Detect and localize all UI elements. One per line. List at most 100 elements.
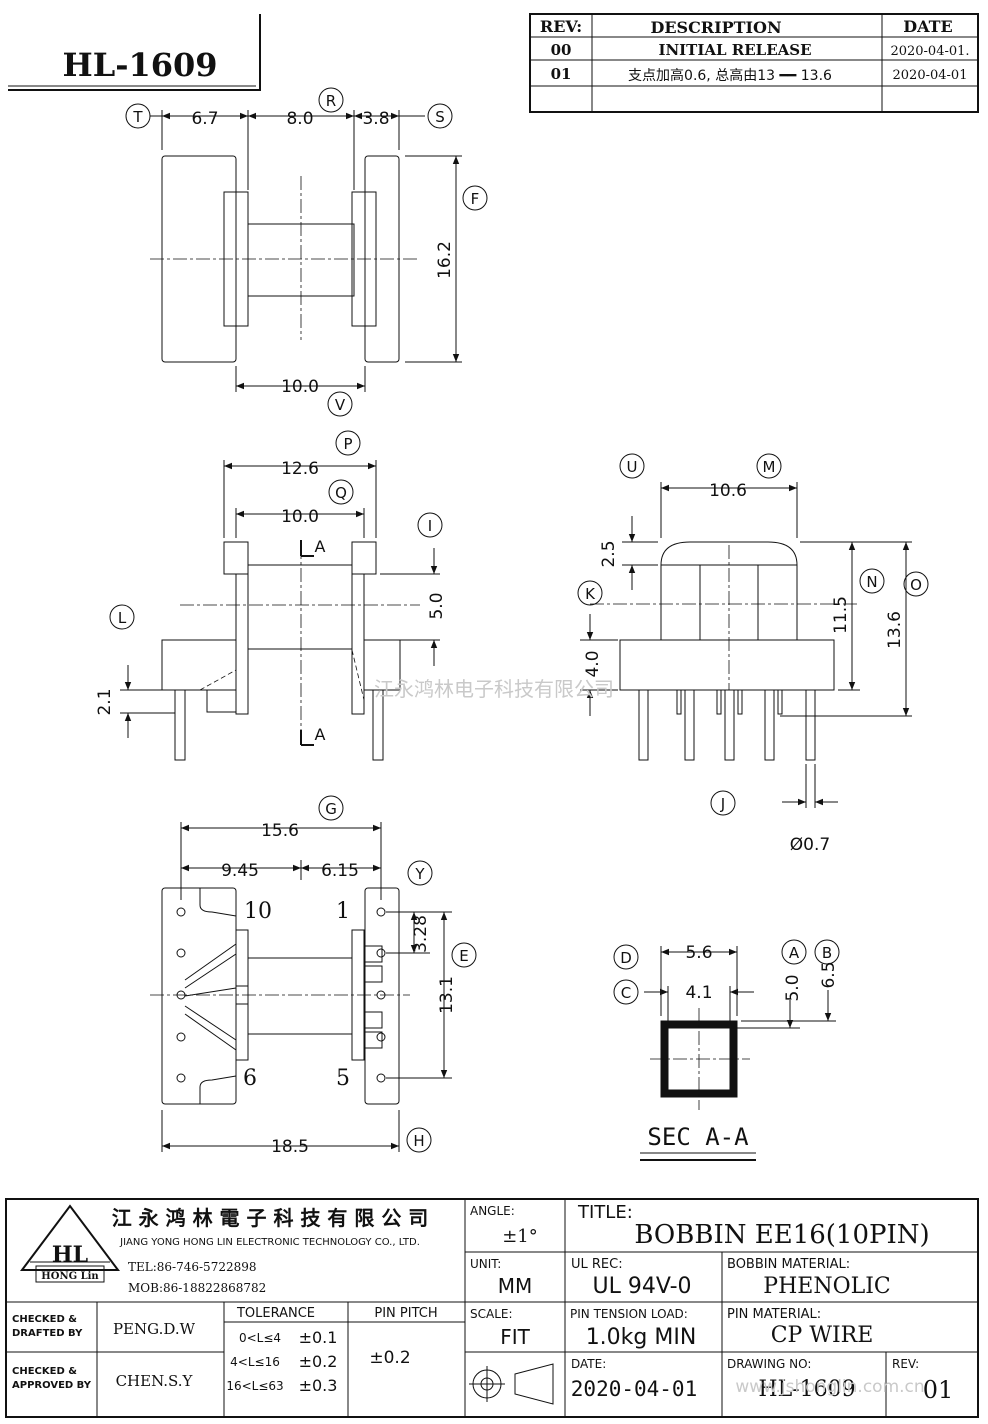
callout-c: C	[621, 984, 631, 1002]
pin-material-label: PIN MATERIAL:	[727, 1307, 821, 1322]
callout-v: V	[335, 396, 346, 414]
dim-3-8: 3.8	[362, 109, 389, 129]
approver-name: CHEN.S.Y	[116, 1372, 194, 1390]
dim-6-15: 6.15	[321, 861, 359, 881]
angle-value: ±1°	[502, 1226, 538, 1247]
date-row-0: 2020-04-01.	[890, 44, 969, 59]
date-row-1: 2020-04-01	[893, 68, 968, 83]
dim-pin-dia: Ø0.7	[790, 835, 830, 855]
side-view: 10.6 2.5 11.5 13.6 4.0 Ø0.7 U M N O K	[577, 453, 929, 855]
desc-row-1: 支点加高0.6, 总高由13 ━━ 13.6	[628, 67, 832, 84]
checked-approved-label: CHECKED &	[12, 1366, 77, 1377]
dim-10-0-top: 10.0	[281, 377, 319, 397]
dim-16-2: 16.2	[435, 241, 455, 279]
ul-label: UL REC:	[571, 1257, 623, 1272]
callout-g: G	[325, 800, 337, 818]
dim-8-0: 8.0	[286, 109, 313, 129]
logo-text: HL	[52, 1242, 88, 1268]
title-label: TITLE:	[577, 1202, 633, 1223]
callout-f: F	[471, 190, 480, 208]
drawing-no-label: DRAWING NO:	[727, 1357, 811, 1371]
date-label: DATE:	[571, 1357, 606, 1371]
pin-tension-label: PIN TENSION LOAD:	[570, 1307, 688, 1321]
checked-drafted-label-2: DRAFTED BY	[12, 1328, 83, 1339]
pin-label-10: 10	[244, 899, 272, 924]
callout-a: A	[789, 944, 800, 962]
section-mark-a-bottom: A	[315, 725, 326, 744]
callout-u: U	[627, 458, 638, 476]
dim-15-6: 15.6	[261, 821, 299, 841]
pin-holes	[176, 907, 386, 1083]
dim-12-6: 12.6	[281, 459, 319, 479]
checked-drafted-label: CHECKED &	[12, 1314, 77, 1325]
tolerance-label: TOLERANCE	[236, 1306, 315, 1321]
dim-10-6: 10.6	[709, 481, 747, 501]
callout-j: J	[720, 795, 725, 813]
callout-m: M	[763, 458, 776, 476]
side-pins	[638, 689, 816, 761]
website-watermark: www.jshonglin.com.cn	[735, 1377, 924, 1397]
section-a-a: 5.6 4.1 5.0 6.5 D C A B SEC A-A	[613, 939, 840, 1161]
section-caption: SEC A-A	[647, 1123, 749, 1151]
tol-range-1: 4<L≤16	[230, 1355, 280, 1369]
pin-material-value: CP WIRE	[771, 1323, 874, 1348]
tol-range-0: 0<L≤4	[239, 1331, 281, 1345]
dim-13-6: 13.6	[885, 611, 905, 649]
pin-tension-value: 1.0kg MIN	[586, 1325, 697, 1350]
title-value: BOBBIN EE16(10PIN)	[634, 1220, 929, 1250]
callout-l: L	[118, 609, 127, 627]
revision-table: REV: DESCRIPTION DATE 00 INITIAL RELEASE…	[529, 13, 979, 113]
front-view: A A 12.6 10.0 5.0 2.1 P Q I L	[95, 430, 447, 761]
dim-5-0-sec: 5.0	[783, 974, 803, 1001]
ul-value: UL 94V-0	[592, 1274, 691, 1299]
tol-value-2: ±0.3	[299, 1376, 338, 1395]
dim-11-5: 11.5	[831, 596, 851, 634]
watermark: 江永鸿林电子科技有限公司	[374, 677, 614, 701]
rev-label: REV:	[892, 1357, 919, 1371]
company-name-en: JIANG YONG HONG LIN ELECTRONIC TECHNOLOG…	[119, 1237, 420, 1248]
dim-18-5: 18.5	[271, 1137, 309, 1157]
callout-e: E	[459, 947, 468, 965]
drafter-name: PENG.D.W	[113, 1320, 196, 1338]
rev-value: 01	[923, 1376, 954, 1404]
checked-approved-label-2: APPROVED BY	[12, 1380, 92, 1391]
callout-n: N	[866, 573, 877, 591]
company-mob: MOB:86-18822868782	[128, 1281, 266, 1295]
part-number-box: HL-1609	[8, 14, 261, 91]
unit-label: UNIT:	[470, 1257, 501, 1271]
dim-3-28: 3.28	[411, 915, 431, 953]
dim-4-0: 4.0	[583, 650, 603, 677]
dim-5-6: 5.6	[685, 943, 712, 963]
drawing-no-value: HL-1609	[758, 1377, 855, 1402]
dim-4-1: 4.1	[685, 983, 712, 1003]
callout-s: S	[435, 108, 445, 126]
dim-10-0-front: 10.0	[281, 507, 319, 527]
title-block: HL HONG Lin 江 永 鸿 林 電 子 科 技 有 限 公 司 JIAN…	[5, 1198, 979, 1418]
callout-o: O	[910, 576, 922, 594]
desc-header: DESCRIPTION	[650, 18, 781, 37]
callout-p: P	[343, 435, 352, 453]
tol-range-2: 16<L≤63	[226, 1379, 283, 1393]
callout-h: H	[413, 1132, 424, 1150]
dim-5-0-front: 5.0	[427, 592, 447, 619]
rev-header: REV:	[540, 17, 582, 36]
company-tel: TEL:86-746-5722898	[128, 1260, 257, 1274]
pin-label-5: 5	[336, 1066, 350, 1091]
angle-label: ANGLE:	[470, 1204, 515, 1218]
callout-b: B	[822, 944, 832, 962]
dim-13-1: 13.1	[437, 976, 457, 1014]
callout-i: I	[428, 517, 432, 535]
callout-d: D	[620, 949, 632, 967]
tol-value-0: ±0.1	[299, 1328, 338, 1347]
logo-subtext: HONG Lin	[41, 1271, 99, 1282]
projection-symbol	[469, 1363, 554, 1405]
callout-q: Q	[335, 484, 347, 502]
part-number: HL-1609	[62, 46, 217, 84]
callout-r: R	[326, 92, 336, 110]
callout-k: K	[585, 585, 596, 603]
scale-value: FIT	[500, 1325, 530, 1349]
pin-label-1: 1	[336, 899, 350, 924]
desc-row-0: INITIAL RELEASE	[658, 41, 811, 59]
dim-2-1: 2.1	[95, 688, 115, 715]
